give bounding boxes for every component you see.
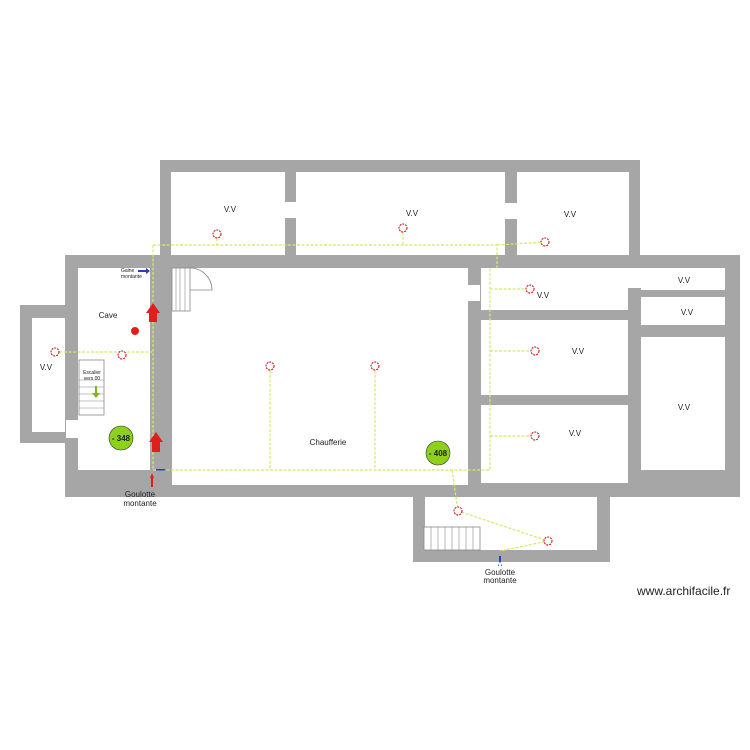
gaine-label: montante xyxy=(121,274,142,280)
arrow-up-icon xyxy=(498,556,502,566)
outlet-icon xyxy=(117,350,127,360)
room-label: V.V xyxy=(564,210,577,219)
arrow-up-icon xyxy=(146,303,160,322)
stair-treads xyxy=(79,268,474,550)
goulotte-label: montante xyxy=(483,576,517,585)
outlet-icon xyxy=(540,237,550,247)
watermark: www.archifacile.fr xyxy=(637,584,731,598)
level-badge-text: - 408 xyxy=(429,449,448,458)
arrow-down-icon xyxy=(92,386,100,398)
room-label: Cave xyxy=(99,311,118,320)
room-label: V.V xyxy=(537,291,550,300)
room-label: V.V xyxy=(681,308,694,317)
outlet-icon xyxy=(530,431,540,441)
room-label: V.V xyxy=(224,205,237,214)
outlet-icon xyxy=(370,361,380,371)
outlet-icon xyxy=(50,347,60,357)
line-icon xyxy=(156,469,165,471)
arrow-up-icon xyxy=(150,473,154,487)
outlet-icon xyxy=(398,223,408,233)
blue-arrow-icons xyxy=(138,268,502,566)
level-badge-text: - 348 xyxy=(112,434,131,443)
gaine-label: Gaine xyxy=(121,268,135,274)
outlet-icon xyxy=(530,346,540,356)
level-badges: - 348 - 408 xyxy=(108,425,451,466)
outlet-icon xyxy=(525,284,535,294)
goulotte-label: Goulotte xyxy=(125,490,156,499)
room-label: V.V xyxy=(40,363,53,372)
level-badge xyxy=(108,425,134,451)
outlet-icon xyxy=(453,506,463,516)
outlet-icon xyxy=(543,536,553,546)
room-label: V.V xyxy=(406,209,419,218)
goulotte-label: Goulotte xyxy=(485,568,516,577)
stair-label: vers 00 xyxy=(84,376,101,382)
annotations: Gaine montante Escalier vers 00 Goulotte… xyxy=(83,268,517,585)
room-label: Chaufferie xyxy=(310,438,347,447)
outlet-icon xyxy=(265,361,275,371)
goulotte-label: montante xyxy=(123,499,157,508)
arrow-right-icon xyxy=(138,268,150,274)
outlet-symbols xyxy=(50,223,553,546)
arrow-up-icon xyxy=(149,432,163,452)
room-label: V.V xyxy=(678,276,691,285)
room-label: V.V xyxy=(569,429,582,438)
outlet-icon xyxy=(212,229,222,239)
room-label: V.V xyxy=(572,347,585,356)
level-badge xyxy=(425,440,451,466)
stair-label: Escalier xyxy=(83,370,101,376)
red-arrow-icons xyxy=(131,303,163,487)
room-labels: V.V V.V V.V Cave Chaufferie V.V V.V V.V … xyxy=(40,205,694,447)
equipment-icon xyxy=(131,327,139,335)
room-label: V.V xyxy=(678,403,691,412)
